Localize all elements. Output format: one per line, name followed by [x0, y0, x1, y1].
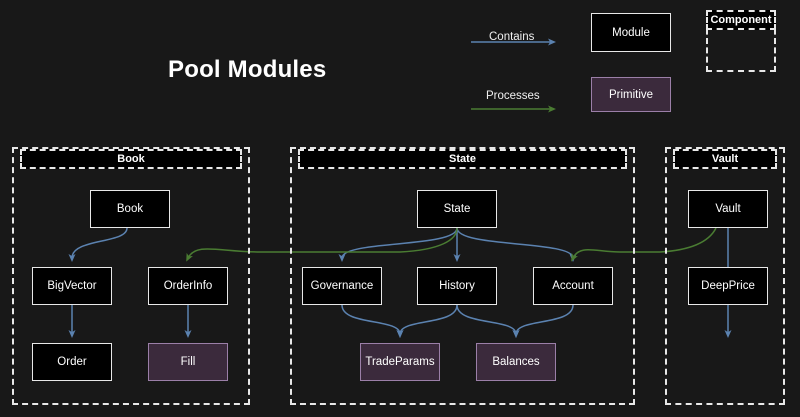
- edge-state-account: [456, 227, 577, 262]
- edge-state-governance: [338, 227, 458, 262]
- legend-component-header: Component: [706, 10, 776, 30]
- node-history[interactable]: History: [417, 267, 497, 305]
- node-orderinfo[interactable]: OrderInfo: [148, 267, 228, 305]
- node-fill[interactable]: Fill: [148, 343, 228, 381]
- edge-history-tradeparams: [396, 304, 458, 338]
- group-state: [290, 147, 635, 405]
- legend-module-box: Module: [591, 13, 671, 52]
- node-tradeparams[interactable]: TradeParams: [360, 343, 440, 381]
- edge-account-balances: [512, 304, 574, 338]
- node-deepprice[interactable]: DeepPrice: [688, 267, 768, 305]
- node-balances[interactable]: Balances: [476, 343, 556, 381]
- edge-governance-tradeparams: [341, 304, 404, 338]
- edge-book-bigvector: [68, 227, 128, 262]
- group-state-header: State: [298, 149, 627, 169]
- group-book-header: Book: [20, 149, 242, 169]
- page-title: Pool Modules: [168, 56, 327, 83]
- node-account[interactable]: Account: [533, 267, 613, 305]
- legend-contains-label: Contains: [489, 31, 535, 43]
- node-governance[interactable]: Governance: [302, 267, 382, 305]
- node-state[interactable]: State: [417, 190, 497, 228]
- group-vault: [665, 147, 785, 405]
- legend-processes-label: Processes: [486, 90, 540, 102]
- node-order[interactable]: Order: [32, 343, 112, 381]
- node-vault[interactable]: Vault: [688, 190, 768, 228]
- node-bigvector[interactable]: BigVector: [32, 267, 112, 305]
- edge-state-orderinfo: [186, 227, 458, 262]
- edge-vault-account: [571, 227, 717, 262]
- legend-primitive-box: Primitive: [591, 77, 671, 112]
- edge-history-balances: [456, 304, 520, 338]
- group-book: [12, 147, 250, 405]
- node-book[interactable]: Book: [90, 190, 170, 228]
- group-vault-header: Vault: [673, 149, 777, 169]
